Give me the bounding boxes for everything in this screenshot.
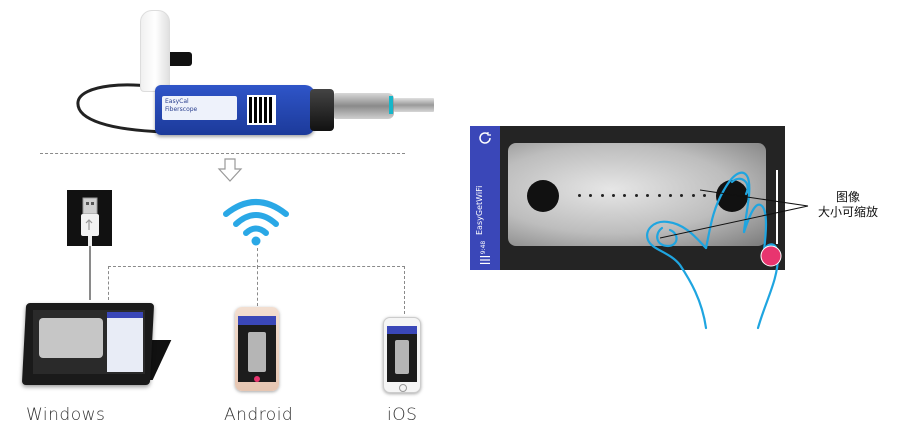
tablet-screen [33, 310, 145, 374]
ios-phone [383, 317, 421, 393]
ios-label: iOS [387, 405, 418, 425]
app-title: EasyGetWiFi [475, 185, 484, 235]
divider-line [40, 153, 405, 154]
wifi-link-line [257, 248, 258, 268]
menu-icon[interactable] [480, 256, 490, 264]
wifi-branch-line [108, 266, 405, 267]
down-arrow-icon [217, 158, 243, 182]
usb-connection-line [89, 246, 91, 300]
branch-ios [404, 266, 405, 314]
probe-collar [310, 89, 334, 131]
probe-end [394, 98, 434, 112]
probe-tip [334, 93, 394, 119]
windows-label: Windows [26, 405, 106, 425]
zoom-slider[interactable] [776, 170, 778, 244]
qr-code [247, 95, 276, 125]
refresh-icon[interactable] [478, 131, 492, 145]
usb-plug-icon [81, 197, 99, 246]
usb-cable [67, 190, 112, 246]
android-label: Android [224, 405, 294, 425]
caption-line-2: 大小可缩放 [817, 205, 878, 219]
caption-pointer [660, 189, 809, 239]
wifi-icon [223, 199, 289, 246]
fiber-dots [578, 194, 706, 197]
app-side-bar [470, 126, 500, 270]
probe-ring [389, 96, 393, 114]
probe-cap [140, 10, 170, 92]
zoom-caption: 图像 大小可缩放 [808, 190, 888, 220]
app-time: 9:48 [480, 240, 488, 255]
android-phone [235, 307, 279, 391]
probe-brand-text: EasyCal [165, 98, 189, 105]
guide-hole-left [527, 180, 559, 212]
branch-android [257, 266, 258, 306]
probe-model-text: Fiberscope [165, 106, 198, 113]
caption-line-1: 图像 [835, 190, 860, 204]
branch-windows [108, 266, 109, 300]
probe-label: EasyCal Fiberscope [162, 96, 237, 120]
